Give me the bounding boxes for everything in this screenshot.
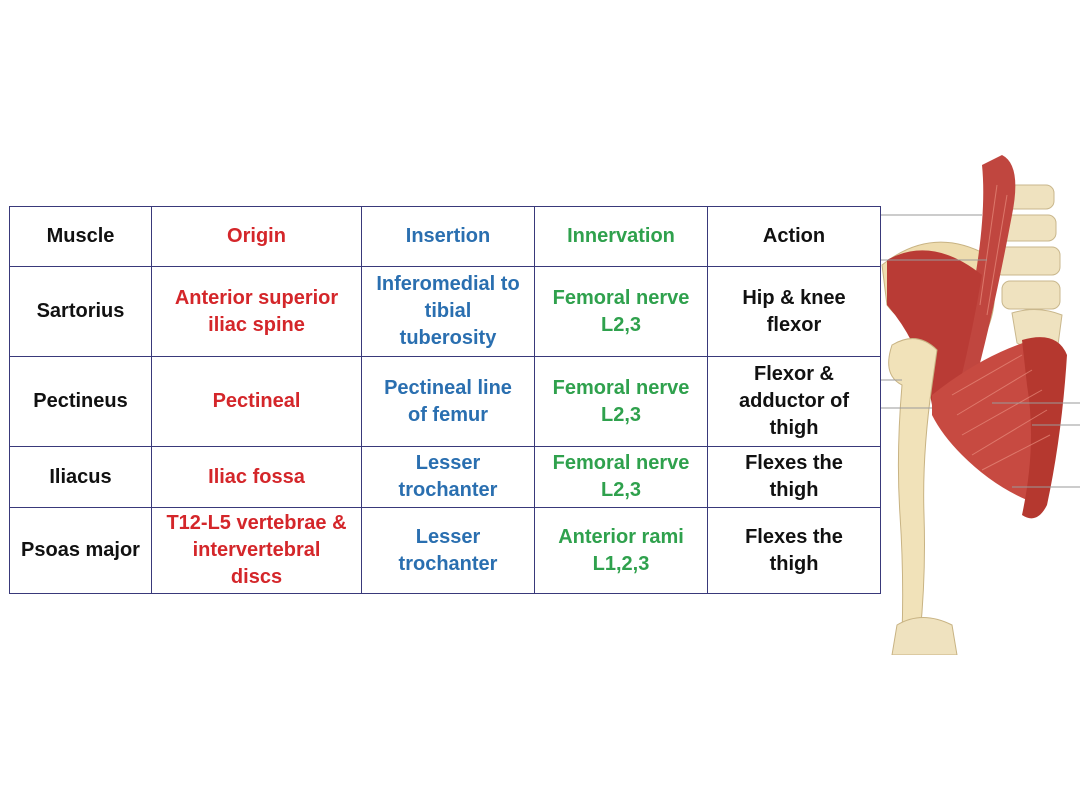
label-leader-lines: [872, 214, 1080, 488]
cell-muscle: Iliacus: [9, 446, 152, 508]
header-action: Action: [707, 206, 881, 267]
sartorius-muscle: [1022, 337, 1067, 519]
table-header-row: Muscle Origin Insertion Innervation Acti…: [9, 206, 881, 267]
femur-bone: [888, 338, 938, 636]
header-innervation: Innervation: [534, 206, 708, 267]
cell-origin: Iliac fossa: [151, 446, 362, 508]
cell-origin: Pectineal: [151, 356, 362, 447]
cell-muscle: Psoas major: [9, 507, 152, 594]
table-row: Psoas major T12-L5 vertebrae &interverte…: [9, 507, 881, 594]
hip-muscles-anatomy-illustration: [872, 155, 1080, 655]
cell-muscle: Pectineus: [9, 356, 152, 447]
header-origin: Origin: [151, 206, 362, 267]
header-insertion: Insertion: [361, 206, 535, 267]
muscle-striations: [951, 184, 1051, 471]
pectineus-muscle: [932, 340, 1058, 500]
iliacus-muscle: [887, 250, 982, 409]
knee-joint: [891, 617, 958, 655]
cell-muscle: Sartorius: [9, 266, 152, 357]
header-muscle: Muscle: [9, 206, 152, 267]
muscle-table: Muscle Origin Insertion Innervation Acti…: [9, 206, 881, 594]
